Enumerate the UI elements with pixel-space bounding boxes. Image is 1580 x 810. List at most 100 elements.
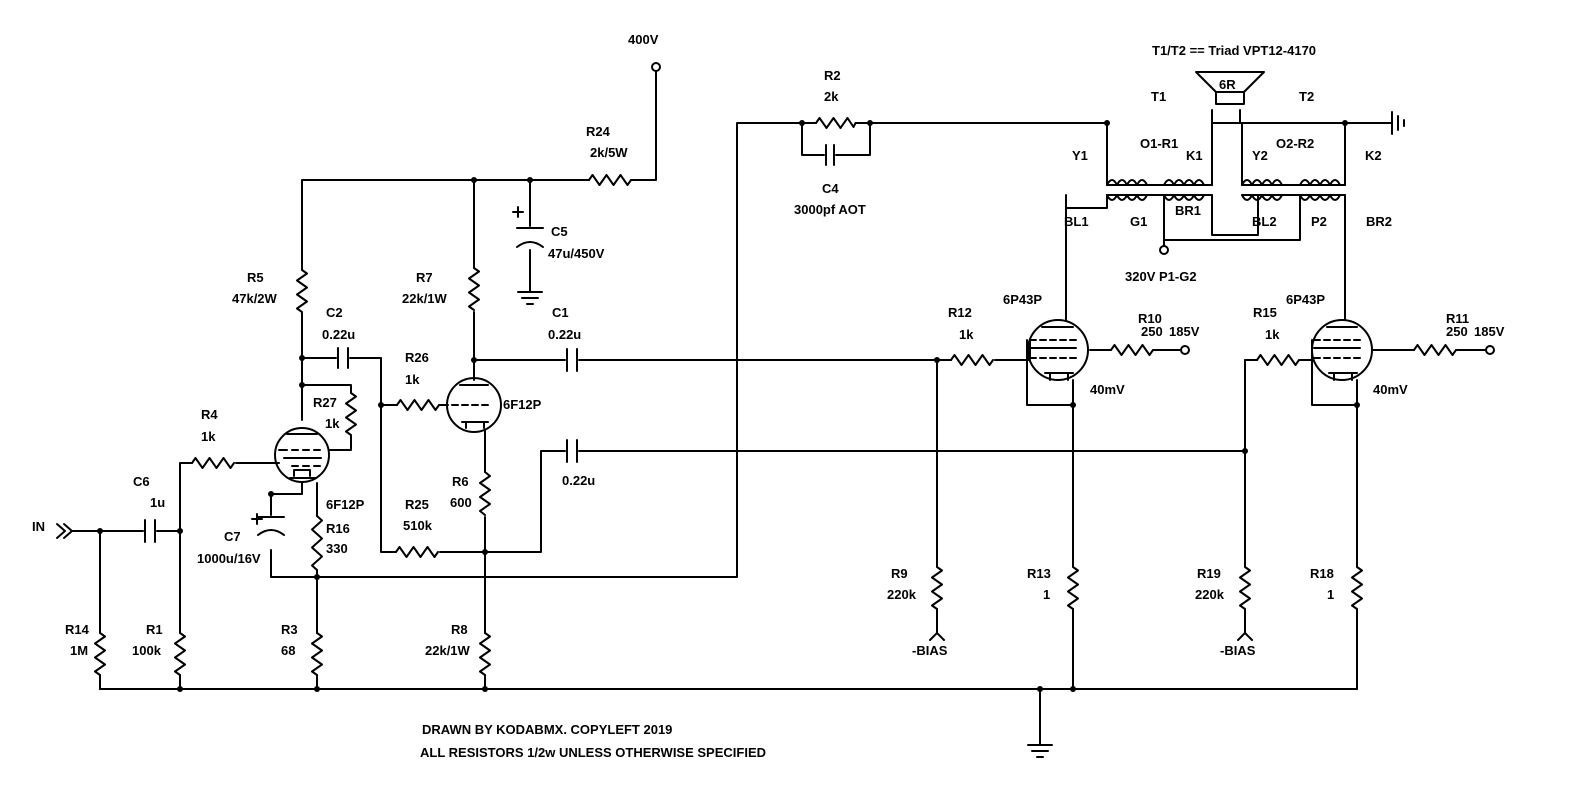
r1-symbol [174, 632, 186, 676]
c7-ref: C7 [224, 529, 241, 544]
r13-symbol [1067, 566, 1079, 610]
r9-ref: R9 [891, 566, 908, 581]
r9-value: 220k [887, 587, 917, 602]
r11-symbol [1413, 344, 1457, 356]
resistors [94, 117, 1457, 676]
r7-value: 22k/1W [402, 291, 448, 306]
c4-value: 3000pf AOT [794, 202, 866, 217]
r14-value: 1M [70, 643, 88, 658]
pin-k2: K2 [1365, 148, 1382, 163]
r12-value: 1k [959, 327, 974, 342]
r18-symbol [1351, 566, 1363, 610]
r5-ref: R5 [247, 270, 264, 285]
r15-value: 1k [1265, 327, 1280, 342]
r24-ref: R24 [586, 124, 611, 139]
r13-ref: R13 [1027, 566, 1051, 581]
r14-ref: R14 [65, 622, 90, 637]
labels: T1/T2 == Triad VPT12-4170 DRAWN BY KODAB… [32, 32, 1505, 760]
r11-voltage: 185V [1474, 324, 1505, 339]
tube-v2-label: 6F12P [503, 397, 542, 412]
r25-symbol [395, 546, 439, 558]
note-drawn-by: DRAWN BY KODABMX. COPYLEFT 2019 [422, 722, 672, 737]
r8-ref: R8 [451, 622, 468, 637]
capacitors [144, 144, 835, 543]
r15-ref: R15 [1253, 305, 1277, 320]
terminal-r10 [1180, 345, 1190, 355]
r10-ref: R10 [1138, 311, 1162, 326]
ground-symbol-main [1027, 744, 1053, 758]
tube-v2 [446, 377, 502, 433]
c1-value: 0.22u [548, 327, 581, 342]
r8-symbol [479, 632, 491, 676]
r1-value: 100k [132, 643, 162, 658]
terminal-320v [1159, 245, 1169, 255]
pin-g1: G1 [1130, 214, 1147, 229]
label-speaker: 6R [1219, 77, 1236, 92]
c6-ref: C6 [133, 474, 150, 489]
r7-ref: R7 [416, 270, 433, 285]
r7-symbol [468, 267, 480, 311]
r10-voltage: 185V [1169, 324, 1200, 339]
c6-value: 1u [150, 495, 165, 510]
c2-symbol [337, 347, 349, 369]
label-320v: 320V P1-G2 [1125, 269, 1197, 284]
r15-symbol [1256, 354, 1300, 366]
tube-v3 [1027, 319, 1089, 381]
r18-value: 1 [1327, 587, 1334, 602]
label-bias-right: -BIAS [1220, 643, 1256, 658]
c5-ref: C5 [551, 224, 568, 239]
pin-k1: K1 [1186, 148, 1203, 163]
c1-symbol [566, 348, 578, 372]
r3-value: 68 [281, 643, 295, 658]
note-resistors: ALL RESISTORS 1/2w UNLESS OTHERWISE SPEC… [420, 745, 766, 760]
label-t1: T1 [1151, 89, 1166, 104]
pin-br2: BR2 [1366, 214, 1392, 229]
r11-value: 250 [1446, 324, 1468, 339]
label-400v: 400V [628, 32, 659, 47]
tube-v1 [274, 427, 330, 483]
r24-symbol [588, 174, 632, 186]
r27-symbol [345, 392, 357, 436]
r26-ref: R26 [405, 350, 429, 365]
transformer-t1 [1106, 179, 1205, 201]
c4-symbol [825, 144, 835, 166]
r5-value: 47k/2W [232, 291, 278, 306]
r25-ref: R25 [405, 497, 429, 512]
c3-value: 0.22u [562, 473, 595, 488]
c5-symbol [512, 206, 544, 248]
pin-o1r1: O1-R1 [1140, 136, 1178, 151]
r1-ref: R1 [146, 622, 163, 637]
r10-symbol [1110, 344, 1154, 356]
pin-bl2: BL2 [1252, 214, 1277, 229]
tube-v1-label: 6F12P [326, 497, 365, 512]
r4-value: 1k [201, 429, 216, 444]
c6-symbol [144, 519, 156, 543]
r16-symbol [311, 515, 323, 571]
tube-v4-label: 6P43P [1286, 292, 1325, 307]
r4-symbol [191, 457, 235, 469]
terminals [651, 62, 1495, 355]
r19-ref: R19 [1197, 566, 1221, 581]
r10-value: 250 [1141, 324, 1163, 339]
terminal-r11 [1485, 345, 1495, 355]
r26-value: 1k [405, 372, 420, 387]
r13-value: 1 [1043, 587, 1050, 602]
label-in: IN [32, 519, 45, 534]
r16-ref: R16 [326, 521, 350, 536]
r19-symbol [1239, 566, 1251, 610]
pin-y1: Y1 [1072, 148, 1088, 163]
pin-bl1: BL1 [1064, 214, 1089, 229]
r27-value: 1k [325, 416, 340, 431]
r11-ref: R11 [1446, 311, 1469, 326]
c2-ref: C2 [326, 305, 343, 320]
grounds [56, 111, 1405, 758]
c2-value: 0.22u [322, 327, 355, 342]
bias-arrow-icon-left [929, 632, 945, 641]
r3-symbol [311, 632, 323, 676]
pin-o2r2: O2-R2 [1276, 136, 1314, 151]
transformer-t2 [1241, 179, 1341, 201]
c5-value: 47u/450V [548, 246, 605, 261]
c7-value: 1000u/16V [197, 551, 261, 566]
r26-symbol [396, 399, 440, 411]
